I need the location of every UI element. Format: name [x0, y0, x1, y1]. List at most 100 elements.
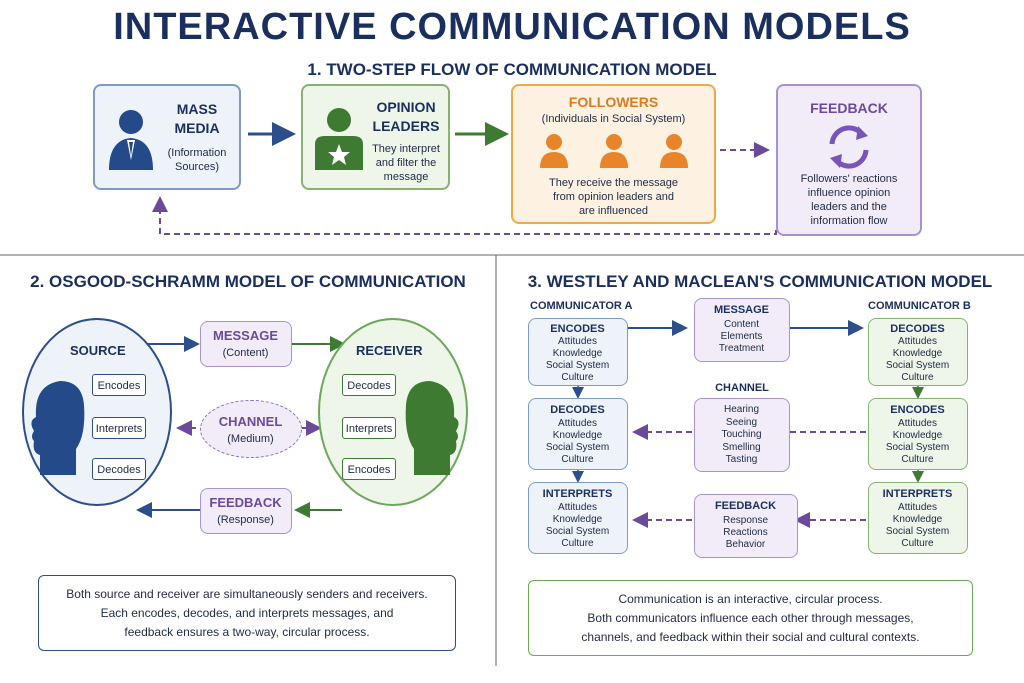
- followers-desc2: from opinion leaders and: [552, 191, 675, 203]
- wm-a-encodes-box: ENCODES Attitudes Knowledge Social Syste…: [528, 318, 628, 386]
- followers-title: FOLLOWERS: [568, 94, 659, 110]
- feedback-title: FEEDBACK: [810, 100, 888, 116]
- opinion-leaders-line2: LEADERS: [372, 118, 440, 134]
- wm-a-decodes-item: Culture: [561, 454, 594, 465]
- communicator-b-label: COMMUNICATOR B: [868, 300, 971, 312]
- section2-title: 2. OSGOOD-SCHRAMM MODEL OF COMMUNICATION: [30, 272, 466, 291]
- wm-b-decodes-item: Attitudes: [898, 336, 937, 347]
- wm-a-interprets-item: Knowledge: [552, 514, 603, 525]
- os-feedback-sub: (Response): [217, 514, 274, 526]
- wm-b-interprets-item: Social System: [885, 526, 950, 537]
- mass-media-sub2: Sources): [174, 161, 220, 173]
- wm-a-decodes-box: DECODES Attitudes Knowledge Social Syste…: [528, 398, 628, 470]
- os-message-title: MESSAGE: [212, 328, 278, 343]
- wm-a-interprets-item: Attitudes: [558, 502, 597, 513]
- wm-channel-item: Tasting: [725, 454, 758, 465]
- wm-b-decodes-item: Knowledge: [892, 348, 943, 359]
- wm-message-item: Elements: [720, 331, 763, 342]
- receiver-head-icon: [405, 381, 459, 475]
- receiver-step-decodes: Decodes: [342, 374, 396, 396]
- wm-channel-item: Seeing: [725, 416, 758, 428]
- arrow-feedback-loop: [152, 196, 777, 235]
- followers-desc1: They receive the message: [548, 177, 678, 189]
- feedback-desc4: information flow: [810, 215, 888, 227]
- wm-channel-item: Smelling: [722, 441, 761, 453]
- wm-b-interprets-item: Culture: [901, 538, 934, 549]
- followers-desc3: are influenced: [578, 205, 649, 217]
- opinion-leaders-sub3: message: [383, 171, 429, 183]
- os-note-line2: Each encodes, decodes, and interprets me…: [100, 606, 394, 620]
- os-channel-title: CHANNEL: [218, 414, 283, 429]
- source-step-interprets: Interprets: [92, 417, 146, 439]
- wm-a-decodes-title: DECODES: [550, 404, 605, 416]
- os-channel-ellipse: CHANNEL (Medium): [200, 400, 302, 458]
- wm-b-decodes-item: Culture: [901, 372, 934, 383]
- mass-media-line2: MEDIA: [174, 120, 220, 136]
- mass-media-sub1: (Information: [167, 147, 227, 159]
- os-message-box: MESSAGE (Content): [200, 321, 292, 367]
- os-feedback-title: FEEDBACK: [209, 495, 282, 510]
- wm-a-encodes-item: Attitudes: [558, 336, 597, 347]
- source-step-encodes: Encodes: [92, 374, 146, 396]
- wm-b-interprets-item: Attitudes: [898, 502, 937, 513]
- wm-b-encodes-item: Knowledge: [892, 430, 943, 441]
- wm-note-line1: Communication is an interactive, circula…: [618, 592, 883, 606]
- wm-feedback-item: Response: [722, 515, 769, 526]
- cycle-icon: [829, 125, 869, 169]
- wm-b-interprets-title: INTERPRETS: [882, 488, 953, 500]
- wm-feedback-box: FEEDBACK Response Reactions Behavior: [694, 494, 798, 558]
- wm-channel-title: CHANNEL: [715, 382, 769, 394]
- feedback-desc1: Followers' reactions: [800, 173, 898, 185]
- wm-channel-item: Hearing: [723, 404, 760, 415]
- person-icon: [109, 110, 153, 170]
- wm-b-interprets-item: Knowledge: [892, 514, 943, 525]
- wm-b-encodes-box: ENCODES Attitudes Knowledge Social Syste…: [868, 398, 968, 470]
- wm-b-encodes-item: Culture: [901, 454, 934, 465]
- followers-sub: (Individuals in Social System): [541, 113, 686, 125]
- communicator-a-label: COMMUNICATOR A: [530, 300, 633, 312]
- followers-group-icon: [540, 134, 688, 168]
- wm-a-decodes-item: Attitudes: [558, 418, 597, 429]
- wm-feedback-item: Reactions: [723, 527, 768, 538]
- wm-message-title: MESSAGE: [713, 304, 769, 316]
- wm-b-interprets-box: INTERPRETS Attitudes Knowledge Social Sy…: [868, 482, 968, 554]
- source-step-decodes: Decodes: [92, 458, 146, 480]
- receiver-step-encodes: Encodes: [342, 458, 396, 480]
- section1-title: 1. TWO-STEP FLOW OF COMMUNICATION MODEL: [307, 60, 717, 79]
- wm-a-interprets-item: Social System: [545, 526, 610, 537]
- wm-b-decodes-title: DECODES: [890, 323, 945, 335]
- wm-a-interprets-box: INTERPRETS Attitudes Knowledge Social Sy…: [528, 482, 628, 554]
- opinion-leaders-sub1: They interpret: [372, 143, 440, 155]
- wm-a-encodes-item: Knowledge: [552, 348, 603, 359]
- wm-b-decodes-item: Social System: [885, 360, 950, 371]
- wm-a-encodes-title: ENCODES: [550, 323, 605, 335]
- section3-title: 3. WESTLEY AND MACLEAN'S COMMUNICATION M…: [527, 272, 993, 291]
- wm-message-item: Treatment: [718, 343, 765, 354]
- wm-channel-item: Touching: [721, 429, 762, 440]
- os-note-line1: Both source and receiver are simultaneou…: [66, 587, 428, 601]
- opinion-leaders-line1: OPINION: [376, 99, 436, 115]
- wm-message-item: Content: [723, 319, 760, 330]
- mass-media-box: MASS MEDIA (Information Sources): [93, 84, 241, 190]
- wm-a-decodes-item: Knowledge: [552, 430, 603, 441]
- wm-b-encodes-item: Attitudes: [898, 418, 937, 429]
- mass-media-line1: MASS: [176, 101, 218, 117]
- wm-b-encodes-title: ENCODES: [890, 404, 945, 416]
- page-title: INTERACTIVE COMMUNICATION MODELS: [113, 6, 911, 48]
- wm-feedback-item: Behavior: [725, 539, 766, 550]
- wm-b-encodes-item: Social System: [885, 442, 950, 453]
- receiver-label: RECEIVER: [356, 343, 423, 358]
- os-message-sub: (Content): [222, 347, 269, 359]
- os-feedback-box: FEEDBACK (Response): [200, 488, 292, 534]
- wm-feedback-title: FEEDBACK: [714, 500, 777, 512]
- wm-message-box: MESSAGE Content Elements Treatment: [694, 298, 790, 362]
- wm-a-decodes-item: Social System: [545, 442, 610, 453]
- os-channel-sub: (Medium): [227, 433, 274, 445]
- source-head-icon: [31, 381, 85, 475]
- os-note: Both source and receiver are simultaneou…: [38, 575, 456, 651]
- source-label: SOURCE: [70, 343, 126, 358]
- wm-b-decodes-box: DECODES Attitudes Knowledge Social Syste…: [868, 318, 968, 386]
- opinion-leaders-box: OPINION LEADERS They interpret and filte…: [301, 84, 450, 190]
- followers-box: FOLLOWERS (Individuals in Social System)…: [511, 84, 716, 224]
